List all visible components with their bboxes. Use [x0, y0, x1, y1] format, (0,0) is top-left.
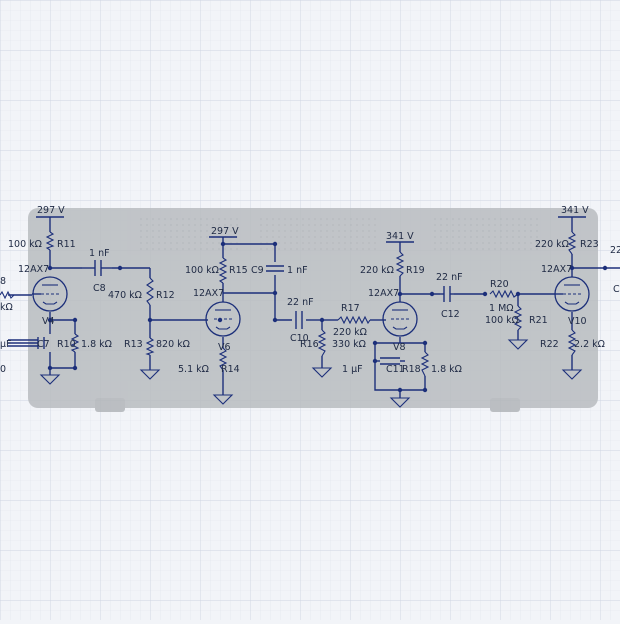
- resistor-r13[interactable]: R13 820 kΩ: [124, 337, 190, 356]
- capacitor-c11[interactable]: 1 μF C11: [342, 357, 405, 375]
- v4-label: V4: [42, 316, 55, 327]
- c12-label: C12: [441, 309, 460, 320]
- junction-dots: [47, 241, 608, 393]
- amp-silhouette: [28, 208, 598, 412]
- c10-value: 22 nF: [287, 297, 314, 308]
- c7-label: C7: [37, 339, 50, 350]
- tube-v4[interactable]: 12AX7 V4: [18, 264, 68, 327]
- v10-label: V10: [568, 316, 587, 327]
- r11-label: R11: [57, 239, 76, 250]
- r15-label: R15: [229, 265, 248, 276]
- left-edge-label-a: 8: [0, 276, 6, 287]
- resistor-r19[interactable]: 220 kΩ R19: [360, 251, 425, 277]
- resistor-r10[interactable]: R10 1.8 kΩ: [57, 333, 112, 353]
- ground-symbols: [39, 339, 583, 408]
- r18-label: R18: [402, 364, 421, 375]
- r19-value: 220 kΩ: [360, 265, 394, 276]
- capacitor-c7[interactable]: μF C7: [0, 337, 50, 350]
- v6-type: 12AX7: [193, 288, 224, 299]
- left-edge-label-d: 0: [0, 364, 6, 375]
- resistor-r17[interactable]: R17 220 kΩ: [333, 303, 371, 338]
- resistor-r12[interactable]: 470 kΩ R12: [108, 277, 175, 306]
- tube-v10[interactable]: 12AX7 V10: [541, 264, 590, 327]
- r14-value: 5.1 kΩ: [178, 364, 209, 375]
- c8-value: 1 nF: [89, 248, 110, 259]
- r16-label: R16: [300, 339, 319, 350]
- tube-v8[interactable]: 12AX7 V8: [368, 288, 418, 353]
- resistor-r20[interactable]: R20 1 MΩ: [489, 279, 519, 314]
- capacitor-c10[interactable]: 22 nF C10: [287, 297, 314, 344]
- supply-rail-v6[interactable]: 297 V: [209, 226, 239, 238]
- r12-label: R12: [156, 290, 175, 301]
- v10-type: 12AX7: [541, 264, 572, 275]
- resistor-r18[interactable]: R18 1.8 kΩ: [402, 351, 462, 377]
- r21-label: R21: [529, 315, 548, 326]
- supply-rail-v4[interactable]: 297 V: [36, 205, 65, 218]
- supply-label-v6: 297 V: [211, 226, 239, 237]
- c10-label: C10: [290, 333, 309, 344]
- r17-value: 220 kΩ: [333, 327, 367, 338]
- r19-label: R19: [406, 265, 425, 276]
- resistor-r21[interactable]: 100 kΩ R21: [485, 305, 548, 331]
- right-edge-label-b: C: [613, 284, 620, 295]
- r21-value: 100 kΩ: [485, 315, 519, 326]
- v8-type: 12AX7: [368, 288, 399, 299]
- left-edge-label-c: μF: [0, 339, 12, 350]
- resistor-r22[interactable]: R22 2.2 kΩ: [540, 329, 605, 356]
- c12-value: 22 nF: [436, 272, 463, 283]
- resistor-r11[interactable]: 100 kΩ R11: [8, 231, 76, 251]
- c11-value: 1 μF: [342, 364, 363, 375]
- supply-rail-v10[interactable]: 341 V: [558, 205, 589, 218]
- resistor-r14[interactable]: 5.1 kΩ R14: [178, 347, 240, 375]
- r10-label: R10: [57, 339, 76, 350]
- resistor-input-left[interactable]: 8 kΩ: [0, 276, 15, 313]
- r16-value: 330 kΩ: [332, 339, 366, 350]
- resistor-r15[interactable]: 100 kΩ R15: [185, 257, 248, 284]
- v6-label: V6: [218, 342, 231, 353]
- r10-value: 1.8 kΩ: [81, 339, 112, 350]
- r11-value: 100 kΩ: [8, 239, 42, 250]
- supply-label-v4: 297 V: [37, 205, 65, 216]
- r20-value: 1 MΩ: [489, 303, 514, 314]
- resistor-r16[interactable]: R16 330 kΩ: [300, 329, 366, 357]
- r18-value: 1.8 kΩ: [431, 364, 462, 375]
- capacitor-c9[interactable]: C9 1 nF: [251, 265, 308, 276]
- tube-v6[interactable]: 12AX7 V6: [193, 288, 241, 353]
- v8-label: V8: [393, 342, 406, 353]
- right-edge-label-a: 22: [610, 245, 620, 256]
- v4-type: 12AX7: [18, 264, 49, 275]
- supply-label-v8: 341 V: [386, 231, 414, 242]
- r14-label: R14: [221, 364, 240, 375]
- supply-rail-v8[interactable]: 341 V: [386, 231, 414, 243]
- c9-label: C9: [251, 265, 264, 276]
- r17-label: R17: [341, 303, 360, 314]
- resistor-r23[interactable]: 220 kΩ R23: [535, 231, 599, 255]
- left-edge-label-b: kΩ: [0, 302, 13, 313]
- r13-value: 820 kΩ: [156, 339, 190, 350]
- capacitor-c12[interactable]: 22 nF C12: [436, 272, 463, 320]
- r22-label: R22: [540, 339, 559, 350]
- r20-label: R20: [490, 279, 509, 290]
- r22-value: 2.2 kΩ: [574, 339, 605, 350]
- supply-label-v10: 341 V: [561, 205, 589, 216]
- capacitor-c8[interactable]: 1 nF C8: [82, 248, 112, 294]
- r12-value: 470 kΩ: [108, 290, 142, 301]
- c9-value: 1 nF: [287, 265, 308, 276]
- r23-value: 220 kΩ: [535, 239, 569, 250]
- c8-label: C8: [93, 283, 106, 294]
- c11-label: C11: [386, 364, 405, 375]
- r15-value: 100 kΩ: [185, 265, 219, 276]
- r13-label: R13: [124, 339, 143, 350]
- r23-label: R23: [580, 239, 599, 250]
